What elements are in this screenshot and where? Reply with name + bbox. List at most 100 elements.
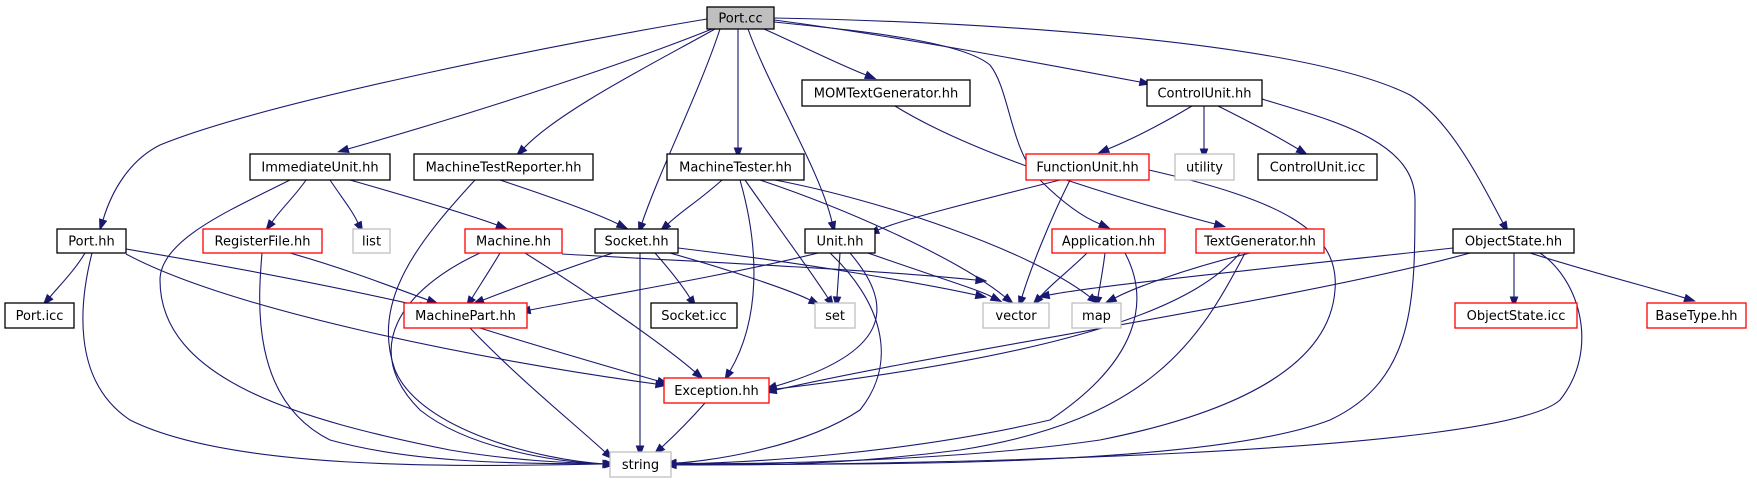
node-box: [1452, 228, 1575, 254]
edge-port-hh-to-port-icc: [42, 252, 86, 306]
node-label: MachinePart.hh: [415, 309, 516, 324]
node-label: ObjectState.icc: [1467, 309, 1566, 324]
node-port-hh[interactable]: Port.hh: [56, 228, 127, 254]
node-box: [650, 302, 738, 329]
node-label: MOMTextGenerator.hh: [814, 87, 958, 102]
node-map[interactable]: map: [1071, 302, 1122, 329]
node-object-state-icc[interactable]: ObjectState.icc: [1454, 302, 1578, 329]
node-label: FunctionUnit.hh: [1036, 161, 1138, 176]
edge-machine-test-reporter-hh-to-socket-hh: [499, 179, 629, 229]
node-label: MachineTestReporter.hh: [426, 161, 582, 176]
node-label: ImmediateUnit.hh: [261, 161, 378, 176]
node-box: [1454, 302, 1578, 329]
edge-mom-text-generator-hh-to-text-generator-hh: [894, 105, 1227, 229]
node-register-file-hh[interactable]: RegisterFile.hh: [202, 228, 323, 254]
node-box: [594, 228, 679, 254]
node-socket-hh[interactable]: Socket.hh: [594, 228, 679, 254]
edge-immediate-unit-hh-to-register-file-hh: [265, 179, 307, 232]
edge-port-hh-to-string: [82, 252, 615, 469]
node-immediate-unit-hh[interactable]: ImmediateUnit.hh: [249, 153, 391, 181]
node-box: [1646, 302, 1747, 329]
edge-machine-hh-to-vector: [561, 253, 988, 285]
node-label: Socket.hh: [604, 235, 668, 250]
edge-immediate-unit-hh-to-machine-hh: [349, 179, 508, 229]
edge-socket-hh-to-string: [635, 253, 645, 458]
node-machine-tester-hh[interactable]: MachineTester.hh: [666, 153, 805, 181]
edge-object-state-hh-to-base-type-hh: [1529, 252, 1696, 302]
node-box: [4, 302, 75, 329]
edge-port-cc-to-object-state-hh: [773, 17, 1509, 234]
node-set[interactable]: set: [814, 302, 856, 329]
node-box: [1025, 153, 1150, 181]
node-box: [464, 228, 563, 254]
node-box: [202, 228, 323, 254]
node-box: [352, 228, 391, 254]
node-label: Socket.icc: [661, 309, 727, 324]
node-box: [666, 153, 805, 181]
node-object-state-hh[interactable]: ObjectState.hh: [1452, 228, 1575, 254]
node-control-unit-hh[interactable]: ControlUnit.hh: [1146, 79, 1263, 107]
node-application-hh[interactable]: Application.hh: [1051, 228, 1166, 254]
edge-port-cc-to-control-unit-hh: [773, 19, 1152, 87]
node-label: set: [825, 309, 845, 324]
edge-text-generator-hh-to-map: [1104, 252, 1251, 304]
node-label: ControlUnit.hh: [1157, 87, 1251, 102]
node-unit-hh[interactable]: Unit.hh: [804, 228, 876, 254]
node-box: [1146, 79, 1263, 107]
node-utility[interactable]: utility: [1174, 153, 1235, 181]
edge-port-cc-to-socket-hh: [638, 28, 721, 234]
node-list[interactable]: list: [352, 228, 391, 254]
edge-text-generator-hh-to-string: [664, 252, 1246, 469]
node-port-cc[interactable]: Port.cc: [706, 6, 775, 30]
node-box: [663, 377, 770, 404]
node-label: Port.cc: [718, 12, 762, 27]
node-label: BaseType.hh: [1655, 309, 1737, 324]
node-label: Machine.hh: [476, 235, 551, 250]
node-machine-part-hh[interactable]: MachinePart.hh: [403, 302, 528, 329]
node-label: Port.icc: [16, 309, 64, 324]
node-box: [814, 302, 856, 329]
edge-port-cc-to-immediate-unit-hh: [336, 28, 713, 154]
node-box: [56, 228, 127, 254]
edge-machine-hh-to-exception-hh: [524, 252, 704, 380]
edge-control-unit-hh-to-function-unit-hh: [1097, 105, 1193, 154]
edge-immediate-unit-hh-to-list: [329, 179, 364, 234]
node-socket-icc[interactable]: Socket.icc: [650, 302, 738, 329]
node-label: Unit.hh: [816, 235, 863, 250]
node-machine-test-reporter-hh[interactable]: MachineTestReporter.hh: [413, 153, 594, 181]
node-vector[interactable]: vector: [982, 302, 1050, 329]
edge-machine-hh-to-machine-part-hh: [465, 252, 501, 308]
node-label: list: [362, 235, 381, 250]
node-function-unit-hh[interactable]: FunctionUnit.hh: [1025, 153, 1150, 181]
node-base-type-hh[interactable]: BaseType.hh: [1646, 302, 1747, 329]
node-control-unit-icc[interactable]: ControlUnit.icc: [1257, 153, 1378, 181]
edge-application-hh-to-string: [664, 252, 1138, 469]
edge-register-file-hh-to-machine-part-hh: [289, 252, 439, 304]
edge-port-hh-to-machine-part-hh: [125, 248, 432, 311]
node-string[interactable]: string: [609, 451, 672, 478]
node-machine-hh[interactable]: Machine.hh: [464, 228, 563, 254]
edge-unit-hh-to-vector: [867, 252, 1003, 303]
node-box: [1174, 153, 1235, 181]
edge-object-state-hh-to-object-state-icc: [1509, 253, 1519, 309]
node-text-generator-hh[interactable]: TextGenerator.hh: [1195, 228, 1325, 254]
edge-machine-tester-hh-to-vector: [759, 179, 1014, 305]
node-exception-hh[interactable]: Exception.hh: [663, 377, 770, 404]
node-label: ObjectState.hh: [1465, 235, 1562, 250]
node-port-icc[interactable]: Port.icc: [4, 302, 75, 329]
edge-port-cc-to-machine-test-reporter-hh: [515, 28, 716, 157]
edge-exception-hh-to-string: [653, 402, 706, 455]
node-box: [1051, 228, 1166, 254]
edge-control-unit-hh-to-utility: [1199, 106, 1209, 161]
edge-function-unit-hh-to-unit-hh: [867, 179, 1061, 235]
node-label: RegisterFile.hh: [215, 235, 311, 250]
node-box: [403, 302, 528, 329]
node-label: TextGenerator.hh: [1203, 235, 1316, 250]
node-box: [706, 6, 775, 30]
node-mom-text-generator-hh[interactable]: MOMTextGenerator.hh: [801, 79, 971, 107]
edge-port-cc-to-machine-tester-hh: [733, 29, 743, 160]
edge-immediate-unit-hh-to-string: [159, 179, 617, 469]
edge-port-cc-to-mom-text-generator-hh: [763, 28, 877, 80]
node-box: [413, 153, 594, 181]
